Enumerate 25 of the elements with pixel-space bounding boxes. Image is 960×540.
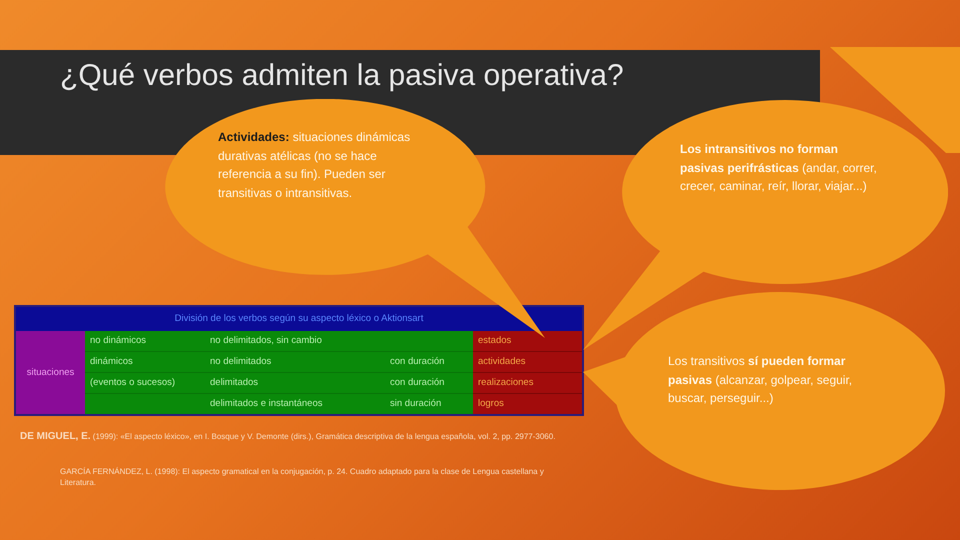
footnote: DE MIGUEL, E. (1999): «El aspecto léxico», en I. Bosque y V. Demonte (dirs.), Gramática descriptiva de la lengua española, vol. 2, pp. 2977-3060. xyxy=(20,431,556,442)
table-cell: sin duración xyxy=(385,394,473,415)
table-cell: no dinámicos xyxy=(85,331,205,352)
callout-text: Actividades: situaciones dinámicas durativas atélicas (no se hace referencia a su fin). Pueden ser transitivas o intransitivas. xyxy=(218,129,412,202)
table-cell: dinámicos xyxy=(85,352,205,372)
table-cell: realizaciones xyxy=(473,372,584,394)
speech-bubble xyxy=(165,99,545,338)
table-cell: delimitados e instantáneos xyxy=(205,394,385,415)
table-header: División de los verbos según su aspecto léxico o Aktionsart xyxy=(15,306,584,331)
table-cell: con duración xyxy=(385,352,473,372)
table-cell: delimitados xyxy=(205,372,385,394)
callout-text: Los intransitivos no forman pasivas perifrásticas (andar, correr, crecer, caminar, reír, llorar, viajar...) xyxy=(680,141,878,195)
footnote: GARCÍA FERNÁNDEZ, L. (1998): El aspecto gramatical en la conjugación, p. 24. Cuadro adaptado para la clase de Lengua castellana y Literatura. xyxy=(60,466,545,488)
table-cell: con duración xyxy=(385,372,473,394)
row-group-header: situaciones xyxy=(15,331,85,415)
table-cell: actividades xyxy=(473,352,584,372)
table-cell: estados xyxy=(473,331,584,352)
table-cell: logros xyxy=(473,394,584,415)
slide-title: ¿Qué verbos admiten la pasiva operativa? xyxy=(60,58,624,94)
speech-bubble xyxy=(583,100,948,350)
table-cell: no delimitados, sin cambio xyxy=(205,331,385,352)
speech-bubble xyxy=(583,292,945,490)
table-cell: no delimitados xyxy=(205,352,385,372)
callout-text: Los transitivos sí pueden formar pasivas (alcanzar, golpear, seguir, buscar, perseguir...) xyxy=(668,353,854,407)
table-cell: (eventos o sucesos) xyxy=(85,372,205,394)
